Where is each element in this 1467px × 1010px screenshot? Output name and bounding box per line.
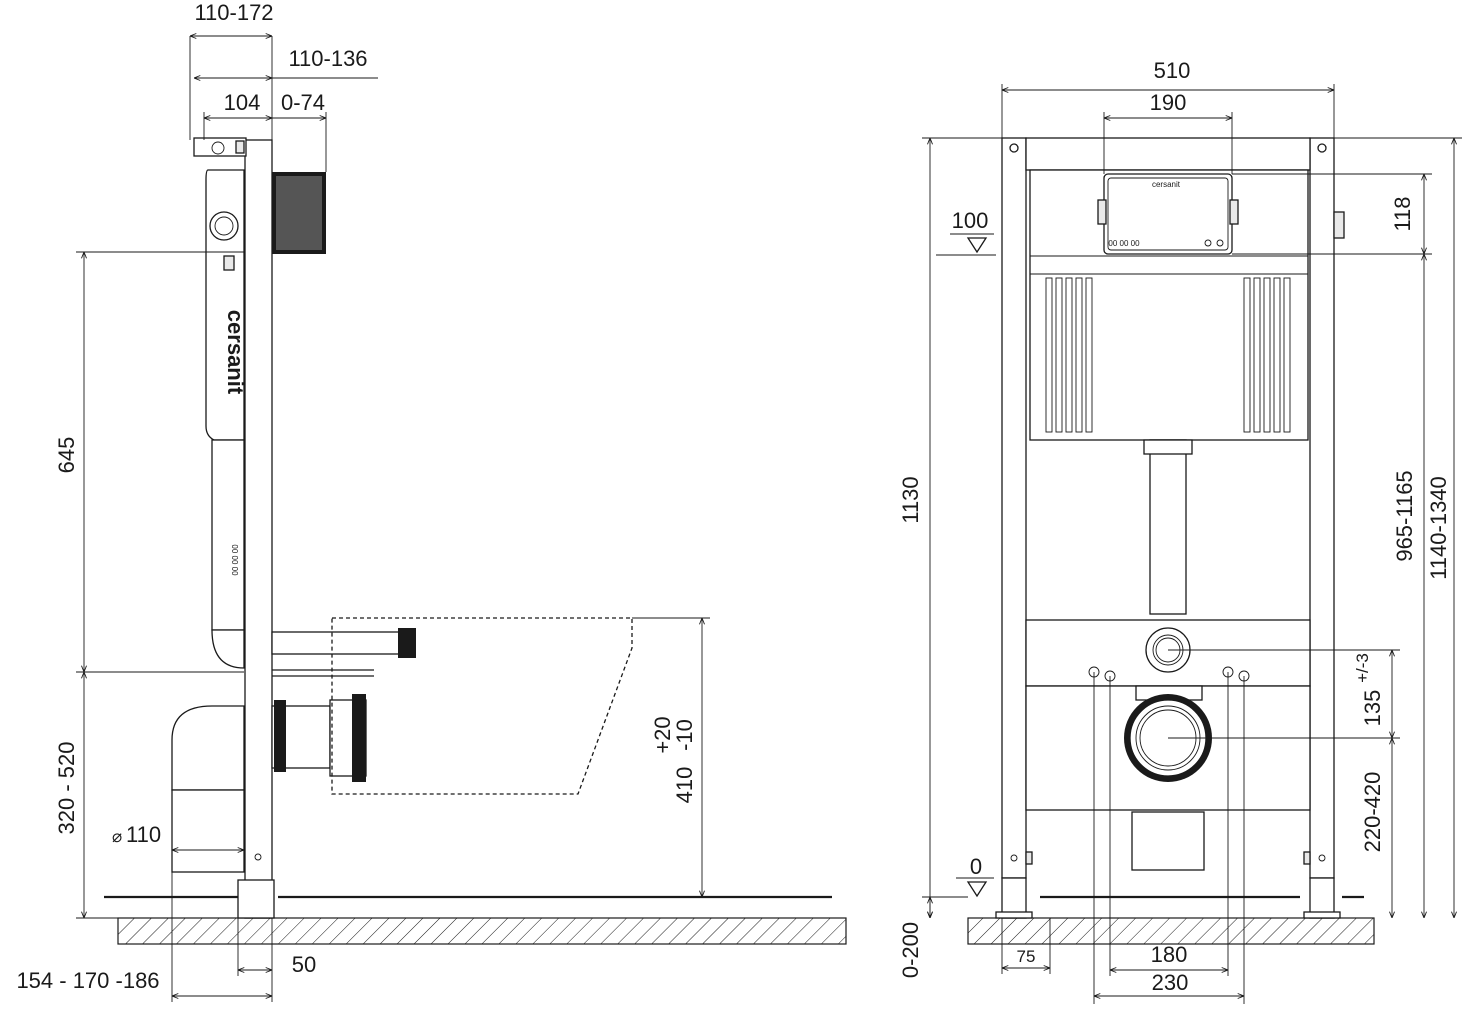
dim-510: 510: [1154, 58, 1191, 83]
right-foot: [1309, 877, 1335, 919]
side-clip: [1333, 211, 1345, 239]
frame-hole: [254, 853, 262, 861]
cistern-ribs-right: [1243, 277, 1291, 433]
frame-top-hole-right: [1317, 143, 1327, 153]
wc-pan-outline: [331, 617, 633, 795]
left-foot-plate: [995, 911, 1033, 919]
dim-645: 645: [54, 437, 79, 474]
dim-190: 190: [1150, 90, 1187, 115]
dim-dia-110: 110: [126, 822, 161, 847]
dim-104: 104: [224, 90, 261, 115]
dim-110-172: 110-172: [194, 0, 273, 25]
dim-1130: 1130: [898, 476, 923, 523]
dim-410-minus: -10: [672, 719, 697, 751]
dim-154-170-186: 154 - 170 -186: [16, 968, 159, 993]
frame-foot: [237, 879, 275, 919]
dim-dia-symbol: ⌀: [112, 827, 122, 846]
flush-pipe: [211, 439, 245, 631]
cistern-marker: [223, 255, 235, 271]
side-view: cersanit 00 00 00 110-172 110-136 104: [16, 0, 847, 1002]
dim-50: 50: [292, 952, 316, 977]
frame-top-hole-left: [1009, 143, 1019, 153]
waste-elbow: [171, 705, 245, 791]
waste-connector-ring: [274, 700, 286, 772]
dim-230: 230: [1152, 970, 1189, 995]
left-foot: [1001, 877, 1027, 919]
dim-410: 410: [672, 767, 697, 804]
dim-75: 75: [1017, 947, 1036, 966]
top-bracket-clip: [235, 140, 245, 154]
frame-left-post: [1001, 137, 1027, 879]
dim-410-plus: +20: [650, 716, 675, 753]
floor-hatch-left: [117, 917, 847, 945]
level-100-triangle: [966, 237, 988, 254]
cistern-valve: [209, 211, 239, 241]
level-100: 100: [952, 208, 989, 233]
dim-135-tol: +/-3: [1353, 653, 1372, 683]
waste-socket-ring: [352, 694, 366, 782]
top-bracket-hole: [211, 141, 225, 155]
flush-box-inner: [276, 176, 322, 250]
flush-connector: [271, 631, 403, 655]
right-foot-plate: [1303, 911, 1341, 919]
panel-code: 00 00 00: [1108, 239, 1140, 248]
cistern-valve-inner: [214, 216, 234, 236]
level-0: 0: [970, 854, 982, 879]
dim-118: 118: [1390, 196, 1415, 231]
flush-pipe-bend: [211, 629, 245, 669]
frame-profile: [244, 139, 273, 919]
cistern-body: [205, 169, 245, 441]
dim-965-1165: 965-1165: [1392, 470, 1417, 561]
dim-135: 135: [1360, 690, 1385, 727]
dim-0-200: 0-200: [898, 922, 923, 978]
cistern-ribs-left: [1045, 277, 1093, 433]
dim-1140-1340: 1140-1340: [1426, 476, 1451, 580]
floor-hatch-right: [967, 917, 1375, 945]
frame-right-post: [1309, 137, 1335, 879]
flush-connector-end: [398, 628, 416, 658]
cistern-brand-label: cersanit: [223, 310, 248, 395]
level-0-triangle: [966, 881, 988, 898]
pipe-code: 00 00 00: [230, 544, 239, 576]
panel-brand-label: cersanit: [1152, 180, 1181, 189]
dim-180: 180: [1151, 942, 1188, 967]
dim-110-136: 110-136: [288, 46, 367, 71]
dim-220-420: 220-420: [1360, 772, 1385, 853]
top-bracket: [193, 137, 247, 157]
flush-pipe-front: [1149, 439, 1187, 615]
waste-pipe: [171, 789, 245, 873]
dim-320-520: 320 - 520: [54, 742, 79, 835]
front-view: cersanit 00 00 00 510: [898, 58, 1462, 1004]
dim-0-74: 0-74: [281, 90, 325, 115]
frame-top-rail: [1025, 137, 1311, 171]
